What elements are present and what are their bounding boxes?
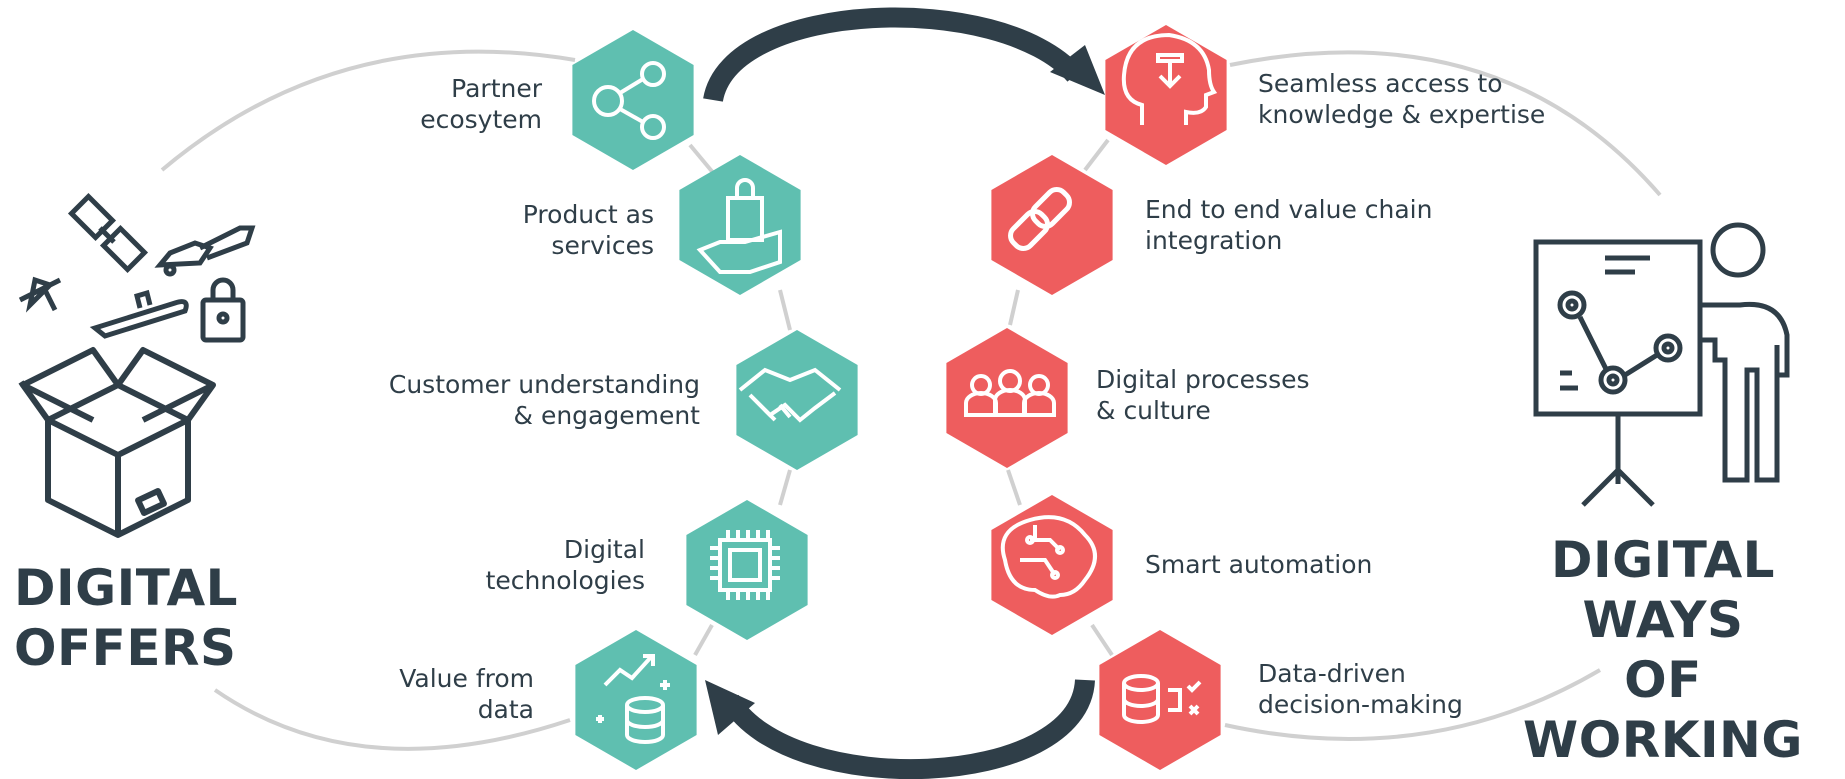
label-customer-understanding: Customer understanding & engagement bbox=[388, 370, 700, 430]
hexagon-microchip bbox=[686, 500, 808, 640]
handshake-icon bbox=[738, 367, 842, 423]
share-network-icon bbox=[592, 61, 666, 140]
label-smart-automation: Smart automation bbox=[1145, 550, 1373, 579]
open-box-icon bbox=[18, 347, 216, 538]
label-digital-technologies: Digital technologies bbox=[485, 535, 645, 595]
right-outer-arc-bottom bbox=[1224, 668, 1602, 741]
microchip-icon bbox=[710, 530, 780, 600]
database-growth-icon bbox=[596, 654, 670, 744]
left-outer-arc-bottom bbox=[213, 688, 571, 751]
label-partner-ecosystem: Partner ecosytem bbox=[420, 74, 542, 134]
hexagon-handshake bbox=[736, 330, 858, 470]
label-product-as-services: Product as services bbox=[522, 200, 654, 260]
left-outer-arc bbox=[160, 49, 576, 172]
label-digital-processes: Digital processes & culture bbox=[1096, 365, 1310, 425]
hexagon-team-people bbox=[946, 328, 1068, 468]
padlock-icon bbox=[200, 277, 246, 343]
satellite-icon bbox=[67, 192, 149, 274]
head-download-icon bbox=[1121, 32, 1218, 125]
bottom-arrow-head bbox=[705, 680, 755, 735]
label-data-driven: Data-driven decision-making bbox=[1258, 659, 1463, 719]
airplane-icon bbox=[18, 276, 62, 313]
top-cycle-arrow bbox=[703, 7, 1083, 103]
hexagon-head-download bbox=[1105, 25, 1227, 165]
shopping-bag-hand-icon bbox=[696, 178, 782, 274]
bottom-cycle-arrow bbox=[721, 678, 1095, 779]
right-title: DIGITAL WAYS OF WORKING bbox=[1523, 531, 1803, 769]
presenter-person-icon bbox=[1697, 222, 1790, 483]
right-outer-arc bbox=[1229, 50, 1662, 197]
team-people-icon bbox=[964, 369, 1056, 417]
train-icon bbox=[154, 225, 256, 277]
circuit-brain-icon bbox=[1000, 515, 1097, 599]
label-value-from-data: Value from data bbox=[399, 664, 534, 724]
label-seamless-access: Seamless access to knowledge & expertise bbox=[1258, 69, 1546, 129]
hexagon-share-network bbox=[572, 30, 694, 170]
presenter-board-icon bbox=[1533, 239, 1703, 507]
submarine-icon bbox=[89, 289, 189, 339]
left-title: DIGITAL OFFERS bbox=[14, 559, 239, 677]
label-end-to-end: End to end value chain integration bbox=[1145, 195, 1433, 255]
chain-link-icon bbox=[1008, 187, 1072, 251]
top-arrow-head bbox=[1050, 45, 1105, 95]
database-decision-icon bbox=[1122, 674, 1202, 724]
